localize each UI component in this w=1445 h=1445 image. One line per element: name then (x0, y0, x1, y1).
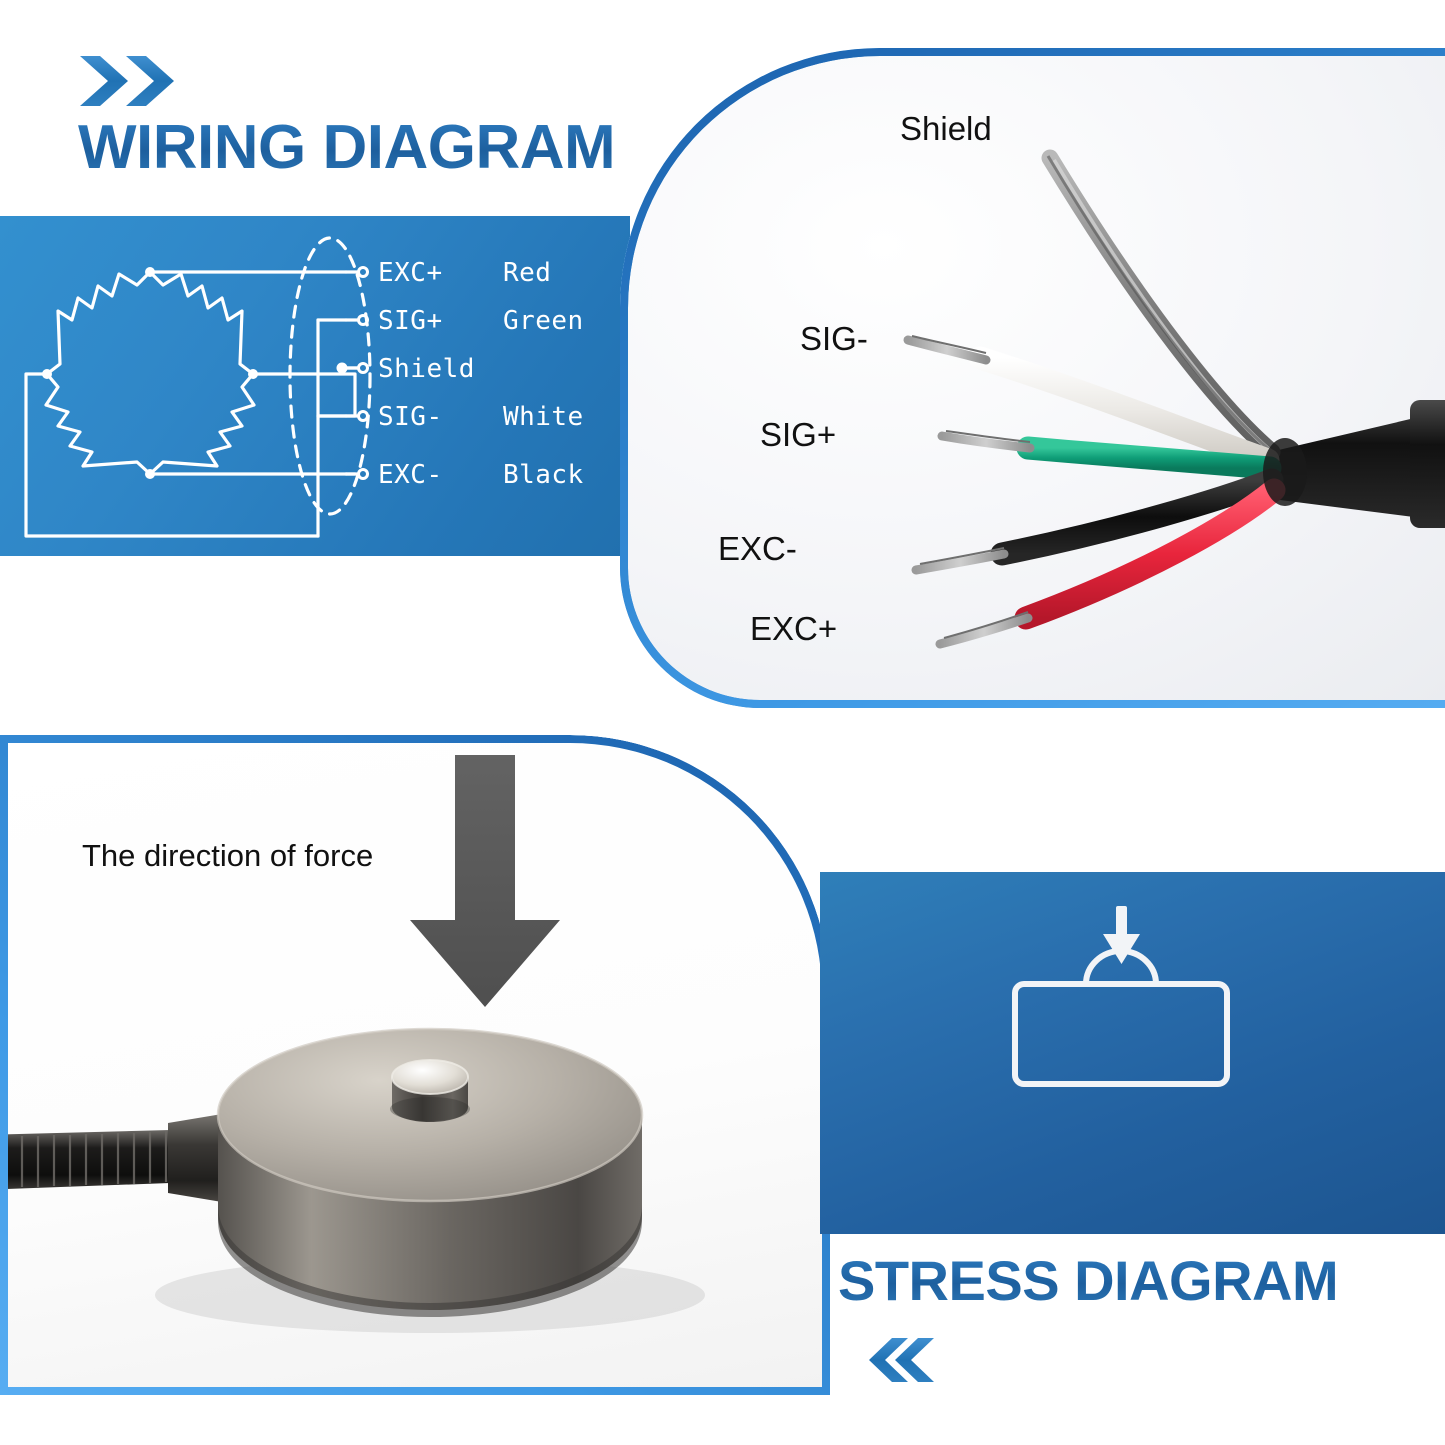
wire-label-shield: Shield (900, 110, 992, 147)
terminal-signal-sig-minus: SIG- (378, 402, 443, 432)
load-cell-illustration (0, 755, 705, 1333)
terminal-color-sig-plus: Green (502, 306, 584, 336)
stress-diagram-panel (820, 872, 1445, 1234)
cable-illustration (903, 149, 1445, 649)
load-on-block-icon (1012, 906, 1230, 1087)
terminal-signal-sig-plus: SIG+ (378, 306, 443, 336)
force-arrow-icon (410, 755, 560, 1007)
wiring-schematic-panel: EXC+ Red SIG+ Green Shield SIG- White EX… (0, 216, 630, 556)
page-title-stress: STRESS DIAGRAM (838, 1249, 1339, 1312)
wire-label-sig-minus: SIG- (800, 320, 868, 357)
wire-label-exc-minus: EXC- (718, 530, 797, 567)
terminal-signal-exc-minus: EXC- (378, 460, 443, 490)
load-cell-photo-panel (0, 735, 830, 1395)
down-arrow-icon (1103, 906, 1140, 964)
terminal-color-exc-plus: Red (502, 258, 552, 288)
terminal-color-sig-minus: White (502, 402, 584, 432)
wheatstone-bridge-schematic (24, 236, 372, 538)
force-direction-caption: The direction of force (82, 838, 374, 873)
double-chevron-left-icon (869, 1338, 934, 1382)
wire-label-sig-plus: SIG+ (760, 416, 837, 453)
cable-photo-panel: Shield SIG- SIG+ EXC- EXC+ (620, 48, 1445, 708)
terminal-signal-shield: Shield (378, 354, 475, 384)
wire-label-exc-plus: EXC+ (750, 610, 838, 647)
double-chevron-right-icon (80, 56, 174, 106)
page-title-wiring: WIRING DIAGRAM (78, 113, 616, 182)
terminal-signal-exc-plus: EXC+ (378, 258, 443, 288)
terminal-color-exc-minus: Black (502, 460, 584, 490)
